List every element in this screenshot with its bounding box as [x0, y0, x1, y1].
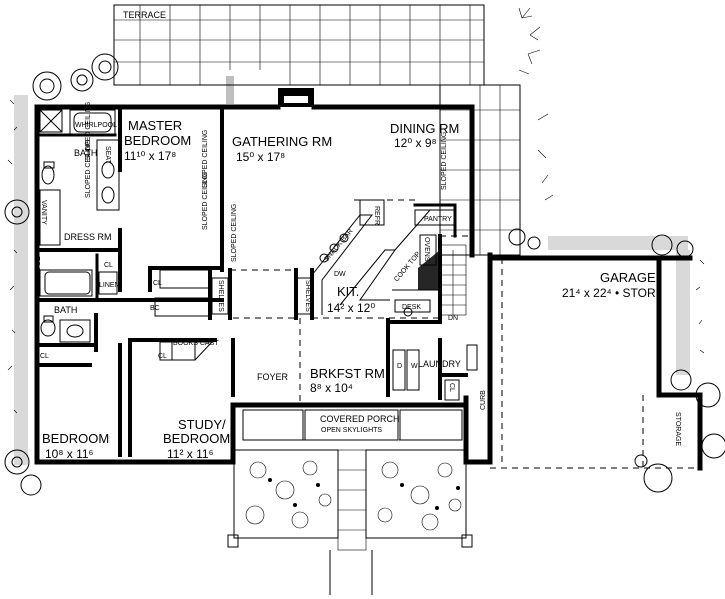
dress-rm-label: DRESS RM: [64, 232, 112, 242]
dn-label: DN: [448, 315, 458, 322]
covered-porch-label: COVERED PORCH: [320, 414, 400, 424]
bedroom-dim: 10⁸ x 11⁶: [45, 447, 94, 461]
gathering-rm-label: GATHERING RM: [232, 134, 332, 149]
cl-label-1: CL: [104, 262, 113, 269]
whirlpool-label: WHIRLPOOL: [75, 122, 117, 129]
landscape-shrubs: [4, 7, 725, 496]
cl-label-4: CL: [158, 353, 167, 360]
open-skylights-label: OPEN SKYLIGHTS: [321, 427, 382, 434]
garage-label: GARAGE: [600, 270, 656, 285]
bath-lower-label: BATH: [54, 305, 77, 315]
seat-label: SEAT: [104, 146, 111, 164]
shelves-label-2: SHELVES: [304, 280, 311, 312]
entry-planters: [227, 449, 473, 595]
interior-walls: [35, 105, 468, 457]
dining-rm-dim: 12⁰ x 9⁸: [394, 136, 437, 150]
study-label-1: STUDY/: [178, 417, 226, 432]
study-label-2: BEDROOM: [163, 431, 230, 446]
cl-label-5: CL: [448, 383, 455, 392]
sloped-ceiling-3: SLOPED CEILING: [202, 130, 209, 188]
exterior-walls: [34, 104, 703, 471]
bath-top-label: BATH: [74, 148, 97, 158]
gathering-rm-dim: 15⁰ x 17⁸: [236, 150, 285, 164]
bedroom-label: BEDROOM: [42, 431, 109, 446]
washer-label: W: [411, 363, 418, 370]
sloped-ceiling-5: SLOPED CEILING: [231, 204, 238, 262]
sloped-ceiling-6: SLOPED CEILING: [441, 132, 448, 190]
bc-label: BC: [150, 305, 160, 312]
dw-label: DW: [334, 271, 346, 278]
storage-label: STORAGE: [674, 412, 681, 446]
garage-dim: 21⁴ x 22⁴ • STOR: [562, 286, 656, 300]
sloped-ceiling-4: SLOPED CEILING: [202, 172, 209, 230]
master-bedroom-label-1: MASTER: [128, 118, 182, 133]
fixtures: [39, 109, 478, 401]
master-bedroom-dim: 11¹⁰ x 17⁸: [124, 149, 176, 163]
shelves-label-1: SHELVES: [217, 280, 224, 312]
cook-top-label: COOK TOP: [393, 250, 422, 283]
ledge-label: LEDGE: [35, 256, 42, 280]
sloped-ceiling-1: SLOPED CEILING: [85, 140, 92, 198]
dining-rm-label: DINING RM: [390, 121, 459, 136]
kit-dim: 14² x 12⁰: [327, 301, 375, 315]
cl-label-2: CL: [153, 280, 162, 287]
fireplace: [278, 88, 314, 107]
desk-label: DESK: [402, 304, 421, 311]
refr-label: REFR: [373, 206, 380, 225]
ovens-label: OVENS: [423, 237, 430, 262]
porch-columns: [242, 409, 463, 441]
curb-label: CURB: [480, 390, 487, 410]
study-dim: 11² x 11⁶: [167, 447, 214, 461]
sloped-ceiling-2: SLOPED CEILING: [85, 102, 92, 160]
terrace-paving: [113, 4, 521, 256]
dryer-label: D: [397, 363, 402, 370]
room-divisions: [230, 199, 700, 469]
laundry-label: LAUNDRY: [418, 359, 461, 369]
terrace-label: TERRACE: [123, 10, 166, 20]
vanity-label: VANITY: [40, 200, 47, 225]
linen-label: LINEN: [99, 282, 120, 289]
brkfst-rm-label: BRKFST RM: [310, 366, 385, 381]
books-cast-label: BOOKS CAST: [173, 340, 219, 347]
brkfst-dim: 8⁸ x 10⁴: [310, 381, 353, 395]
cl-label-3: CL: [40, 353, 49, 360]
master-bedroom-label-2: BEDROOM: [124, 133, 191, 148]
kit-label: KIT.: [337, 284, 359, 299]
foyer-label: FOYER: [257, 372, 289, 382]
pantry-label: PANTRY: [424, 216, 452, 223]
